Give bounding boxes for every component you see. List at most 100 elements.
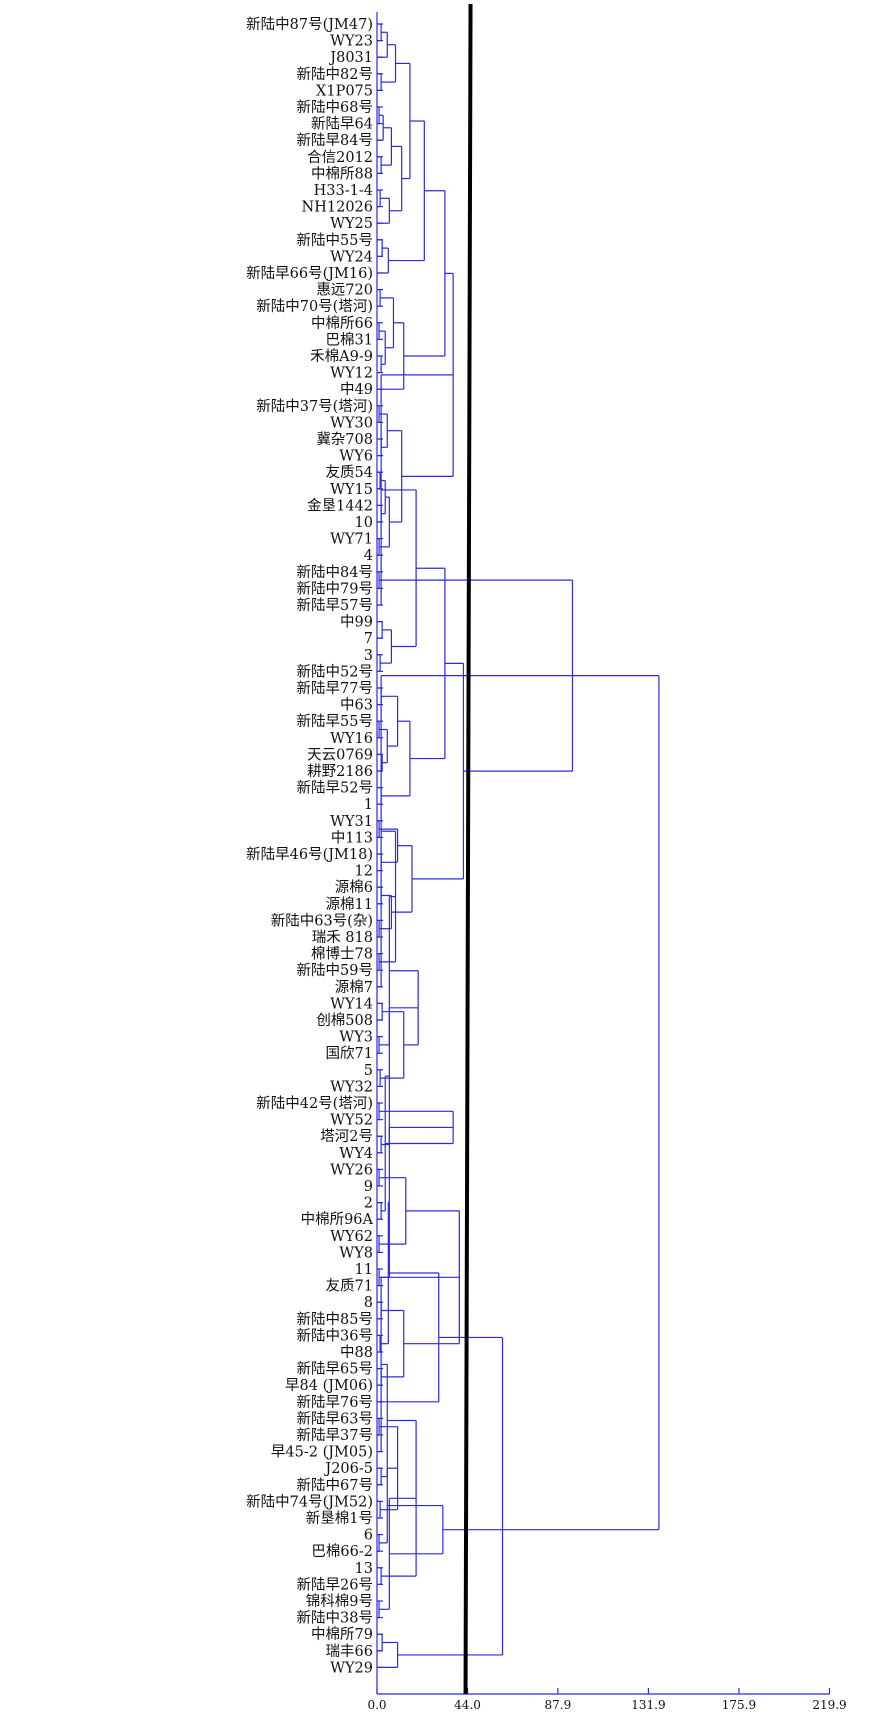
leaf-label: 瑞丰66 [326, 1643, 373, 1660]
leaf-label: 巴棉31 [326, 331, 373, 348]
x-tick-label: 219.9 [812, 1698, 846, 1712]
leaf-label: 中棉所88 [311, 165, 373, 182]
leaf-label: 友质54 [326, 464, 373, 481]
leaf-label: 2 [364, 1196, 373, 1212]
leaf-label: 新陆中38号 [297, 1610, 373, 1627]
leaf-label: 13 [355, 1561, 373, 1577]
leaf-label: WY24 [330, 249, 373, 265]
leaf-label: 新陆早64 [311, 116, 373, 133]
leaf-label: WY4 [339, 1146, 373, 1162]
leaf-label: 塔河2号 [320, 1128, 373, 1145]
leaf-label: 中88 [340, 1344, 373, 1361]
leaf-label: 新陆中70号(塔河) [256, 298, 373, 315]
leaf-label: 9 [364, 1179, 373, 1195]
leaf-label: 1 [364, 797, 373, 813]
leaf-label: 巴棉66-2 [311, 1543, 373, 1560]
leaf-label: 新陆中79号 [297, 580, 373, 597]
leaf-label: 新垦棉1号 [306, 1510, 373, 1527]
leaf-label: 中99 [340, 614, 373, 631]
leaf-label: WY12 [330, 366, 373, 382]
leaf-label: 创棉508 [316, 1012, 373, 1029]
leaf-label: 新陆中84号 [297, 564, 373, 581]
leaf-label: 5 [364, 1063, 373, 1079]
leaf-label: WY14 [330, 996, 373, 1012]
leaf-label: 新陆中85号 [297, 1311, 373, 1328]
leaf-label: WY32 [330, 1079, 373, 1095]
leaf-label: 新陆早77号 [297, 680, 373, 697]
leaf-label: X1P075 [316, 83, 373, 99]
leaf-label: 新陆早65号 [297, 1361, 373, 1378]
leaf-label: 友质71 [326, 1278, 373, 1295]
leaf-label: 合信2012 [307, 149, 373, 166]
leaf-label: WY29 [330, 1660, 373, 1676]
leaf-label: 新陆中67号 [297, 1477, 373, 1494]
leaf-label: 新陆中82号 [297, 66, 373, 83]
leaf-label: 新陆早76号 [297, 1394, 373, 1411]
leaf-label: 新陆中63号(杂) [271, 912, 373, 929]
leaf-label: 源棉7 [335, 979, 373, 996]
leaf-label: 天云0769 [307, 747, 373, 763]
leaf-label: WY6 [339, 449, 373, 465]
x-tick-label: 87.9 [545, 1698, 572, 1712]
leaf-label: 新陆早26号 [297, 1576, 373, 1593]
leaf-label: 新陆中74号(JM52) [246, 1493, 373, 1510]
leaf-label: 金垦1442 [307, 497, 373, 514]
leaf-label: 中棉所79 [311, 1626, 373, 1643]
leaf-label: 禾棉A9-9 [310, 348, 373, 365]
leaf-label: 新陆早57号 [297, 597, 373, 614]
leaf-label: 新陆早63号 [297, 1410, 373, 1427]
leaf-label: 3 [364, 648, 373, 664]
leaf-label: H33-1-4 [314, 183, 373, 199]
leaf-label: WY25 [330, 216, 373, 232]
x-tick-label: 131.9 [631, 1698, 665, 1712]
leaf-label: 10 [355, 515, 373, 531]
leaf-label: 8 [364, 1295, 373, 1311]
leaf-label: 中棉所66 [311, 315, 373, 332]
leaf-label: 11 [355, 1262, 373, 1278]
leaf-label: WY3 [339, 1030, 373, 1046]
leaf-label: J206-5 [323, 1461, 373, 1477]
leaf-label: 棉博士78 [311, 946, 373, 963]
leaf-label: 7 [364, 631, 373, 647]
leaf-label: 早45-2 (JM05) [271, 1445, 373, 1461]
leaf-label: 新陆中37号(塔河) [256, 398, 373, 415]
leaf-label: 中49 [340, 381, 373, 398]
leaf-label: 新陆中87号(JM47) [246, 16, 373, 33]
leaf-label: 新陆中55号 [297, 232, 373, 249]
leaf-label: WY8 [339, 1245, 373, 1261]
leaf-label: 新陆中68号 [297, 99, 373, 116]
leaf-label: 惠远720 [316, 282, 373, 299]
leaf-label: WY71 [330, 532, 373, 548]
leaf-label: WY31 [330, 814, 373, 830]
leaf-label: 6 [364, 1528, 373, 1544]
leaf-label: NH12026 [302, 200, 373, 216]
leaf-label: WY26 [330, 1162, 373, 1178]
leaf-label: WY23 [330, 34, 373, 50]
leaf-label: 新陆中42号(塔河) [256, 1095, 373, 1112]
leaf-label: WY15 [330, 482, 373, 498]
x-tick-label: 175.9 [722, 1698, 756, 1712]
leaf-label: 新陆早55号 [297, 713, 373, 730]
leaf-label: 12 [355, 864, 373, 880]
x-tick-label: 44.0 [454, 1698, 481, 1712]
leaf-label: 源棉11 [326, 896, 373, 913]
leaf-label: 耕野2186 [307, 762, 373, 780]
leaf-label: 新陆早46号(JM18) [246, 846, 373, 863]
leaf-label: WY30 [330, 415, 373, 431]
leaf-label: 锦科棉9号 [306, 1593, 373, 1610]
leaf-label: J8031 [328, 50, 373, 66]
leaf-label: 新陆早52号 [297, 780, 373, 797]
leaf-label: 中113 [331, 829, 373, 846]
leaf-label: 中63 [340, 697, 373, 714]
leaf-label: 瑞禾 818 [312, 929, 373, 946]
leaf-label: WY52 [330, 1113, 373, 1129]
cut-threshold-line [463, 3, 473, 1695]
leaf-label: 新陆早66号(JM16) [246, 265, 373, 282]
leaf-label: WY62 [330, 1229, 373, 1245]
leaf-label: 新陆早84号 [297, 132, 373, 149]
leaf-label: WY16 [330, 731, 373, 747]
leaf-label: 国欣71 [326, 1045, 373, 1062]
leaf-label: 新陆中36号 [297, 1327, 373, 1344]
